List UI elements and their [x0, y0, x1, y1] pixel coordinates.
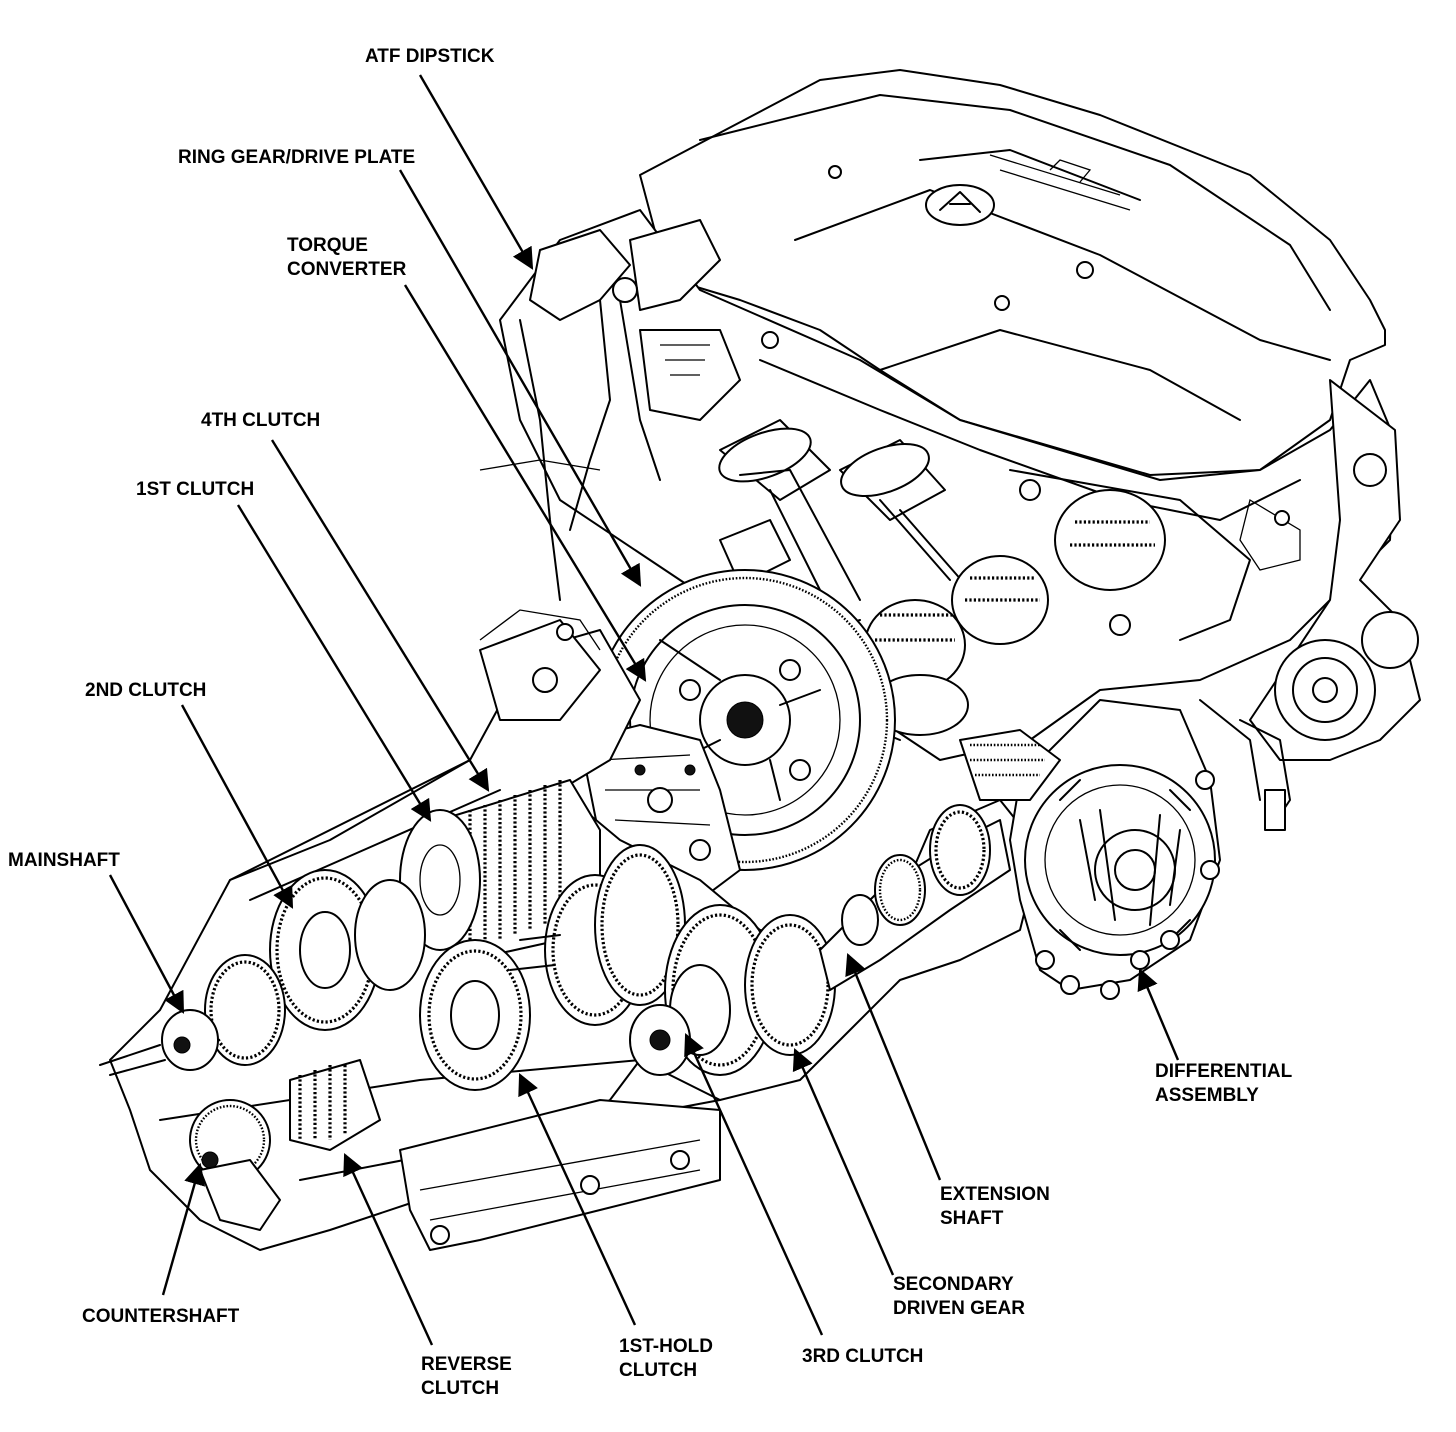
- leader-ring-gear: [398, 169, 642, 587]
- oil-pan: [399, 1099, 721, 1251]
- callout-labels: ATF DIPSTICK RING GEAR/DRIVE PLATE TORQU…: [8, 46, 1293, 1399]
- label-atf-dipstick: ATF DIPSTICK: [365, 46, 495, 67]
- label-differential-assembly-line2: ASSEMBLY: [1155, 1085, 1259, 1106]
- leader-3rd-clutch: [684, 1033, 824, 1336]
- label-3rd-clutch: 3RD CLUTCH: [802, 1346, 923, 1367]
- label-reverse-clutch-line2: CLUTCH: [421, 1378, 499, 1399]
- engine-cover: [639, 69, 1386, 476]
- label-1st-hold-clutch-line1: 1ST-HOLD: [619, 1336, 713, 1357]
- leader-secondary-driven-gear: [792, 1048, 895, 1276]
- label-2nd-clutch: 2ND CLUTCH: [85, 680, 206, 701]
- leader-2nd-clutch: [180, 704, 294, 909]
- leader-torque-converter: [403, 284, 647, 682]
- leader-atf-dipstick: [418, 74, 534, 270]
- label-secondary-driven-gear-line2: DRIVEN GEAR: [893, 1298, 1025, 1319]
- leader-reverse-clutch: [343, 1153, 434, 1346]
- leader-1st-clutch: [236, 504, 432, 822]
- label-4th-clutch: 4TH CLUTCH: [201, 410, 320, 431]
- engine-block: [479, 69, 1421, 831]
- leader-lines: [108, 74, 1180, 1346]
- pistons-and-rods: [718, 419, 1166, 741]
- label-extension-shaft-line1: EXTENSION: [940, 1184, 1050, 1205]
- label-1st-clutch: 1ST CLUTCH: [136, 479, 254, 500]
- leader-differential-assembly: [1137, 968, 1180, 1061]
- leader-4th-clutch: [270, 439, 490, 792]
- label-secondary-driven-gear-line1: SECONDARY: [893, 1274, 1014, 1295]
- label-mainshaft: MAINSHAFT: [8, 850, 120, 871]
- leader-extension-shaft: [845, 953, 942, 1181]
- leader-countershaft: [161, 1162, 206, 1296]
- label-countershaft: COUNTERSHAFT: [82, 1306, 240, 1327]
- leader-1st-hold-clutch: [518, 1073, 637, 1326]
- differential-assembly: [959, 699, 1261, 1000]
- label-1st-hold-clutch-line2: CLUTCH: [619, 1360, 697, 1381]
- label-reverse-clutch-line1: REVERSE: [421, 1354, 512, 1375]
- label-differential-assembly-line1: DIFFERENTIAL: [1155, 1061, 1293, 1082]
- leader-mainshaft: [108, 874, 185, 1014]
- label-extension-shaft-line2: SHAFT: [940, 1208, 1004, 1229]
- label-torque-converter-line1: TORQUE: [287, 235, 368, 256]
- label-ring-gear-drive-plate: RING GEAR/DRIVE PLATE: [178, 147, 415, 168]
- label-torque-converter-line2: CONVERTER: [287, 259, 407, 280]
